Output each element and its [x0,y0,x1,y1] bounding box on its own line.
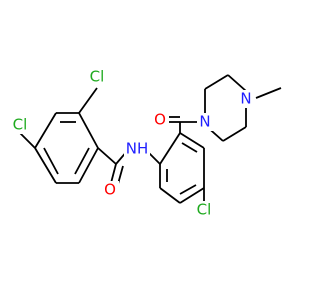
bond [179,132,205,149]
bond [159,132,181,165]
chlorine-atom-bottom: Cl [197,201,212,219]
atom-label-background [86,68,108,86]
bond [227,74,247,92]
piperazine-nitrogen-2-atom: N [240,90,251,108]
molecule-structure: Cl Cl O NH O N N Cl [9,67,282,219]
atom-label-background [9,116,31,134]
atom-label-background [124,140,150,158]
bond [204,74,229,90]
bond [179,187,205,204]
atom-label-background [151,111,169,129]
bond [255,87,282,99]
bond [97,147,117,165]
bond [222,126,247,142]
amide-nitrogen-atom: NH [126,140,149,158]
amide-oxygen-atom: O [104,181,116,199]
bond [78,147,99,184]
bond [78,112,99,149]
bond [19,132,36,149]
bond [43,147,59,175]
bond [78,87,98,114]
atom-label-background [197,113,213,131]
bond [74,147,90,175]
bond [181,142,198,153]
atom-label-background [238,90,254,108]
chlorine-atom-left: Cl [13,116,28,134]
chlorine-atom-top: Cl [90,68,105,86]
atom-label-background [101,181,119,199]
bond [110,163,117,184]
molecule-diagram: Cl Cl O NH O N N Cl [9,67,282,219]
atom-labels: Cl Cl O NH O N N Cl [9,68,254,219]
piperazine-nitrogen-1-atom: N [199,113,210,131]
bond [34,147,57,184]
bond [159,187,181,204]
carbonyl-oxygen-atom: O [154,111,166,129]
bond [179,184,197,195]
bond [34,112,57,149]
atom-label-background [193,201,215,219]
